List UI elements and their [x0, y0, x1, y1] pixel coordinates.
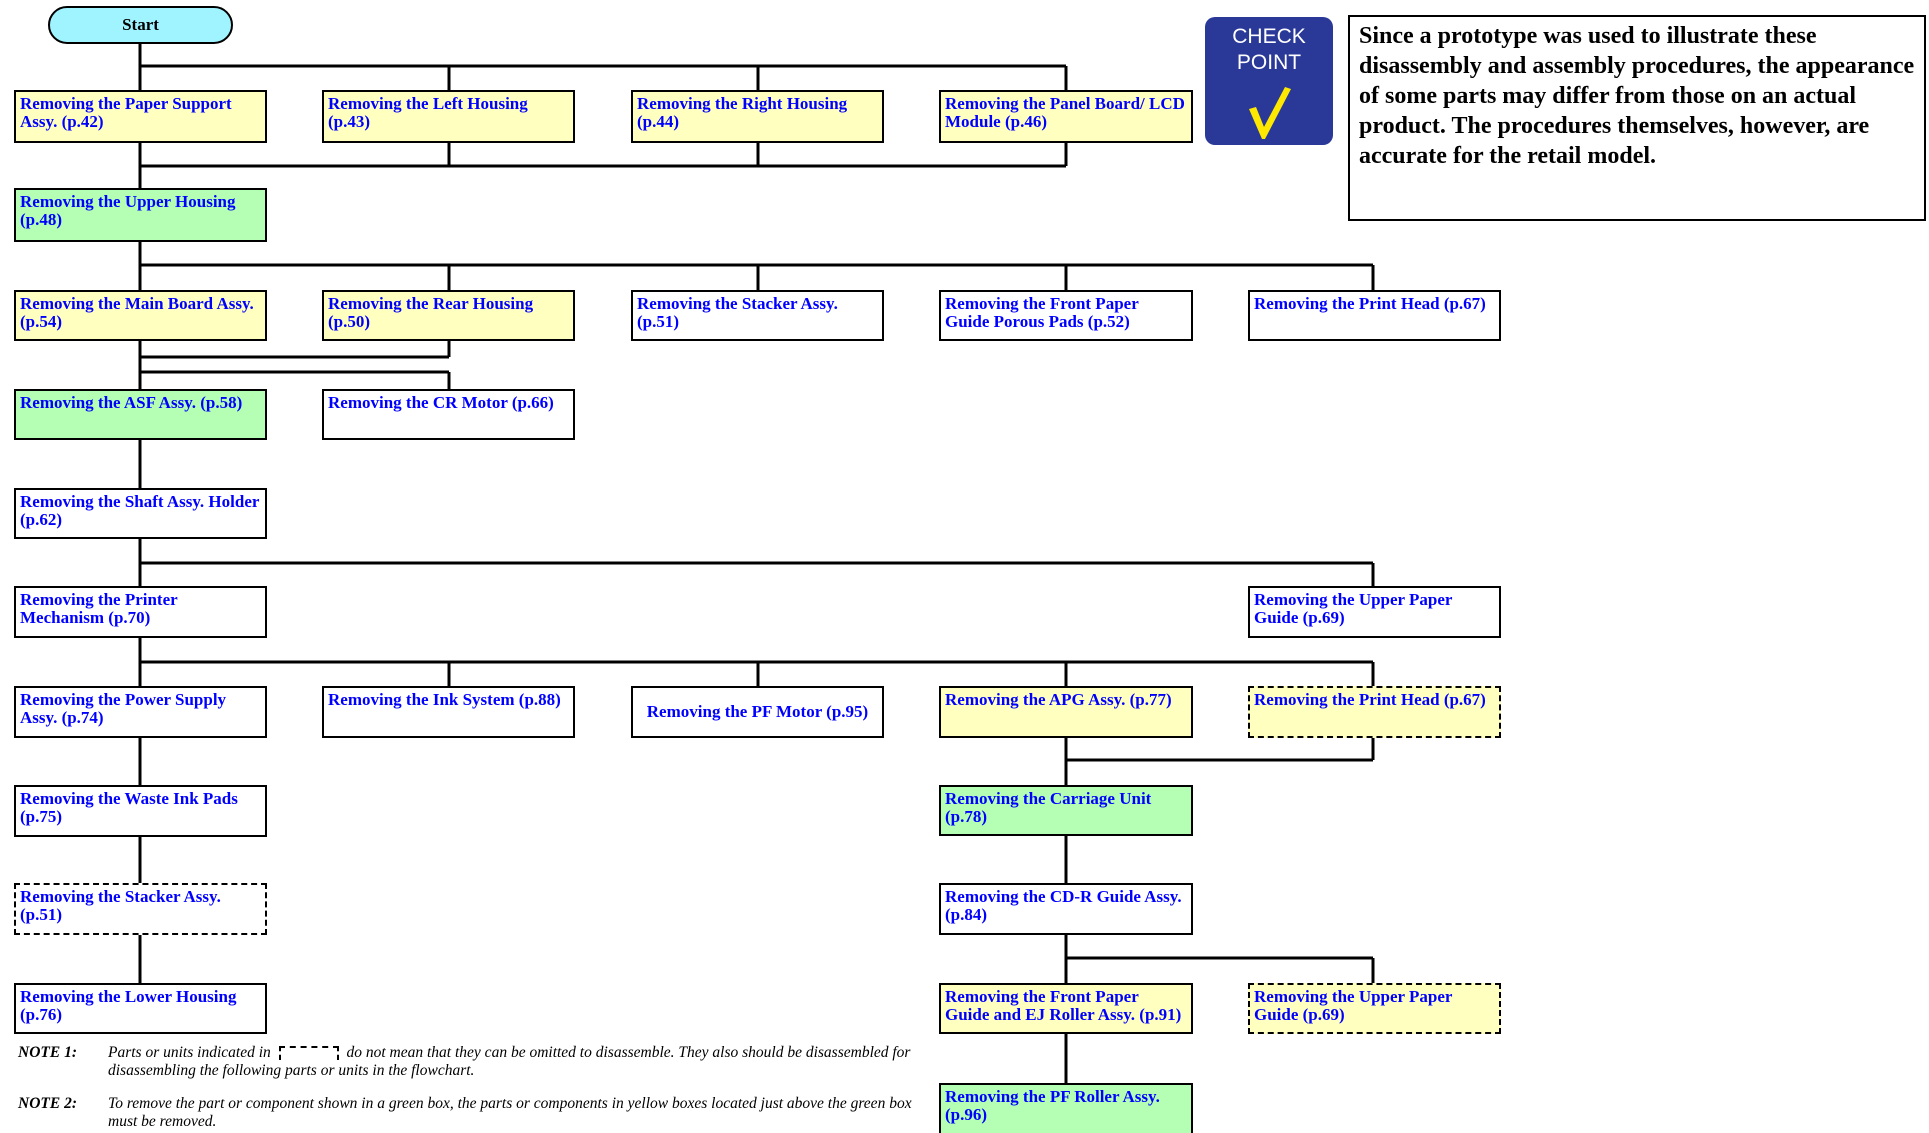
- box-upper-paper-guide-dashed[interactable]: Removing the Upper Paper Guide (p.69): [1248, 983, 1501, 1034]
- box-shaft-holder[interactable]: Removing the Shaft Assy. Holder (p.62): [14, 488, 267, 539]
- note-1-text: Parts or units indicated in do not mean …: [108, 1044, 918, 1080]
- box-stacker-assy-dashed[interactable]: Removing the Stacker Assy. (p.51): [14, 883, 267, 935]
- box-upper-paper-guide[interactable]: Removing the Upper Paper Guide (p.69): [1248, 586, 1501, 638]
- dashed-box-sample-icon: [278, 1046, 339, 1061]
- box-front-paper-guide-pads[interactable]: Removing the Front Paper Guide Porous Pa…: [939, 290, 1193, 341]
- note-2-text: To remove the part or component shown in…: [108, 1095, 912, 1130]
- prototype-notice: Since a prototype was used to illustrate…: [1348, 15, 1926, 221]
- note-2: NOTE 2: To remove the part or component …: [18, 1095, 918, 1133]
- note-1-text-after: do not mean that they can be omitted to …: [108, 1044, 911, 1079]
- box-asf-assy[interactable]: Removing the ASF Assy. (p.58): [14, 389, 267, 440]
- box-left-housing[interactable]: Removing the Left Housing (p.43): [322, 90, 575, 143]
- box-cr-motor[interactable]: Removing the CR Motor (p.66): [322, 389, 575, 440]
- box-cdr-guide[interactable]: Removing the CD-R Guide Assy. (p.84): [939, 883, 1193, 935]
- box-stacker-assy[interactable]: Removing the Stacker Assy. (p.51): [631, 290, 884, 341]
- box-waste-ink-pads[interactable]: Removing the Waste Ink Pads (p.75): [14, 785, 267, 837]
- note-1: NOTE 1: Parts or units indicated in do n…: [18, 1044, 918, 1084]
- box-ink-system[interactable]: Removing the Ink System (p.88): [322, 686, 575, 738]
- check-point-line1: CHECK: [1232, 25, 1306, 48]
- box-power-supply[interactable]: Removing the Power Supply Assy. (p.74): [14, 686, 267, 738]
- box-printer-mechanism[interactable]: Removing the Printer Mechanism (p.70): [14, 586, 267, 638]
- box-pf-roller[interactable]: Removing the PF Roller Assy. (p.96): [939, 1083, 1193, 1133]
- box-rear-housing[interactable]: Removing the Rear Housing (p.50): [322, 290, 575, 341]
- check-point-line2: POINT: [1236, 51, 1302, 74]
- start-node: Start: [48, 6, 233, 44]
- note-2-label: NOTE 2:: [18, 1095, 77, 1112]
- box-upper-housing[interactable]: Removing the Upper Housing (p.48): [14, 188, 267, 242]
- note-1-text-before: Parts or units indicated in: [108, 1044, 271, 1061]
- checkmark-icon: [1249, 87, 1291, 139]
- box-right-housing[interactable]: Removing the Right Housing (p.44): [631, 90, 884, 143]
- note-1-label: NOTE 1:: [18, 1044, 77, 1061]
- box-print-head-dashed[interactable]: Removing the Print Head (p.67): [1248, 686, 1501, 738]
- box-front-paper-guide-ej[interactable]: Removing the Front Paper Guide and EJ Ro…: [939, 983, 1193, 1034]
- check-point-badge: CHECK POINT: [1205, 17, 1333, 145]
- box-panel-board[interactable]: Removing the Panel Board/ LCD Module (p.…: [939, 90, 1193, 143]
- box-lower-housing[interactable]: Removing the Lower Housing (p.76): [14, 983, 267, 1034]
- box-carriage-unit[interactable]: Removing the Carriage Unit (p.78): [939, 785, 1193, 836]
- box-apg-assy[interactable]: Removing the APG Assy. (p.77): [939, 686, 1193, 738]
- box-print-head[interactable]: Removing the Print Head (p.67): [1248, 290, 1501, 341]
- box-main-board[interactable]: Removing the Main Board Assy. (p.54): [14, 290, 267, 341]
- box-paper-support[interactable]: Removing the Paper Support Assy. (p.42): [14, 90, 267, 143]
- box-pf-motor[interactable]: Removing the PF Motor (p.95): [631, 686, 884, 738]
- connector-lines: [138, 44, 1375, 1083]
